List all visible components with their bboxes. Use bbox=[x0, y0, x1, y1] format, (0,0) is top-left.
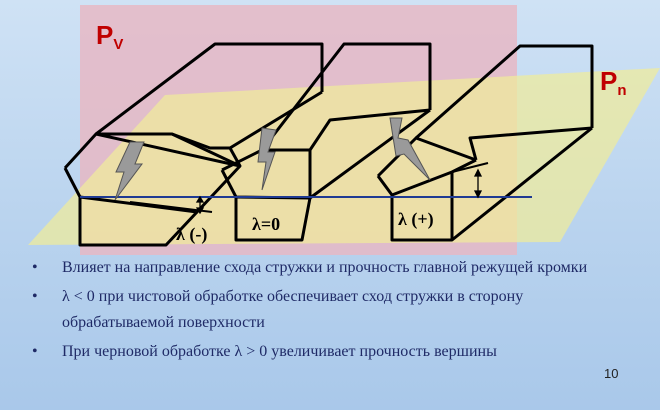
bullet-item: λ < 0 при чистовой обработке обеспечивае… bbox=[30, 284, 630, 336]
bullet-item: При черновой обработке λ > 0 увеличивает… bbox=[30, 339, 630, 365]
bullet-list: Влияет на направление схода стружки и пр… bbox=[30, 255, 630, 368]
chip-flow-icon bbox=[114, 141, 145, 201]
chip-flow-icon bbox=[389, 117, 431, 181]
tool3-rake-extension bbox=[451, 162, 489, 173]
tool-negative-lambda bbox=[63, 42, 324, 247]
bullet-item: Влияет на направление схода стружки и пр… bbox=[30, 255, 630, 281]
cutting-angle-diagram: λ (-) λ=0 λ (+) PV Pn bbox=[28, 5, 660, 255]
pv-plane-label: PV bbox=[96, 20, 123, 53]
tool-positive-lambda bbox=[376, 44, 594, 242]
angle-arrow-positive bbox=[473, 168, 483, 199]
angle-arrow-negative bbox=[195, 195, 205, 215]
lambda-positive-label: λ (+) bbox=[398, 209, 434, 230]
chip-flow-icon bbox=[257, 127, 277, 191]
slide-number: 10 bbox=[604, 366, 619, 381]
lambda-negative-label: λ (-) bbox=[176, 224, 207, 245]
lambda-zero-label: λ=0 bbox=[252, 214, 280, 234]
pn-plane-label: Pn bbox=[600, 66, 627, 99]
